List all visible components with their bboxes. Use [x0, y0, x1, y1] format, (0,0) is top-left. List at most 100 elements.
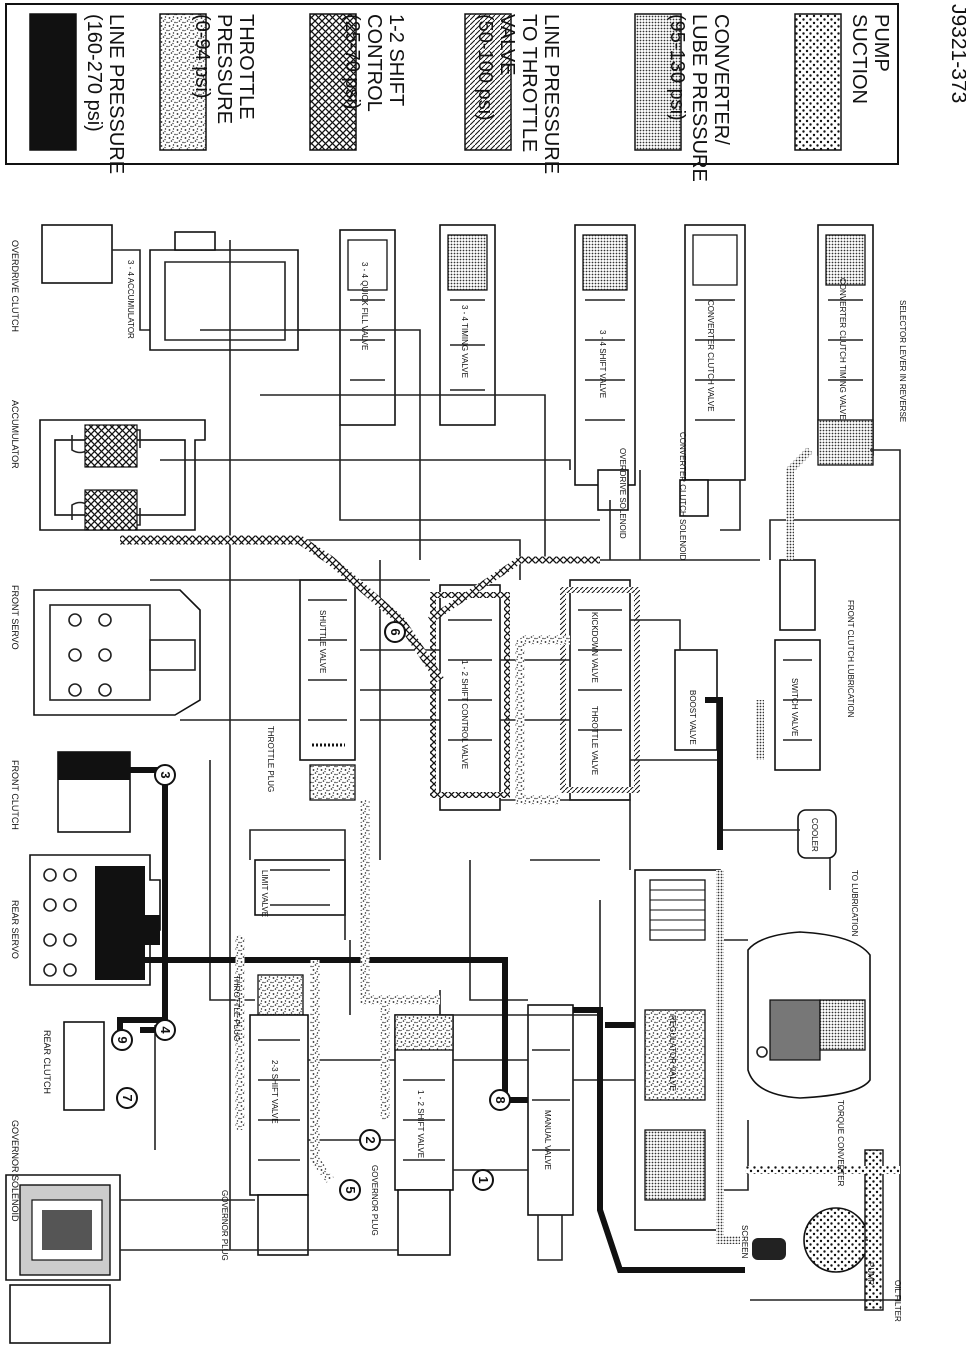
callout-7: 7 — [120, 1094, 135, 1101]
legend-label: PRESSURE — [213, 14, 235, 124]
callout-circle-9 — [111, 1029, 133, 1051]
converter-clutch-solenoid — [679, 479, 709, 517]
label-accumulator-34: 3 - 4 ACCUMULATOR — [126, 260, 135, 339]
label-overdrive-clutch: OVERDRIVE CLUTCH — [10, 240, 20, 332]
callout-3: 3 — [158, 771, 173, 778]
top-row-components — [5, 224, 310, 1344]
legend-label: (50-100 psi) — [474, 14, 496, 121]
legend-label: LINE PRESSURE — [105, 14, 127, 174]
legend-swatch — [29, 13, 77, 151]
label-timing-valve: 3 - 4 TIMING VALVE — [460, 305, 469, 378]
label-throttle-valve: THROTTLE VALVE — [590, 706, 599, 775]
legend-swatch — [309, 13, 357, 151]
label-converter-clutch-valve: CONVERTER CLUTCH VALVE — [706, 300, 715, 412]
callout-circle-4 — [154, 1019, 176, 1041]
label-quick-fill-valve: 3 - 4 QUICK FILL VALVE — [360, 262, 369, 350]
screen — [752, 1238, 786, 1260]
label-shift-control-12: 1 - 2 SHIFT CONTROL VALVE — [460, 660, 469, 769]
callout-1: 1 — [476, 1176, 491, 1183]
callout-2: 2 — [363, 1136, 378, 1143]
legend-label: (25-70 psi) — [341, 14, 363, 110]
label-shift-valve-34: 3 - 4 SHIFT VALVE — [598, 330, 607, 398]
callout-circle-3 — [154, 764, 176, 786]
governor-plug-2 — [397, 1189, 451, 1256]
overdrive-solenoid — [597, 469, 629, 511]
overdrive-clutch — [41, 224, 113, 284]
cooler — [797, 809, 837, 859]
figure-id: J9321-373 — [947, 4, 966, 103]
label-front-clutch-lubrication: FRONT CLUTCH LUBRICATION — [846, 600, 855, 718]
label-overdrive-solenoid: OVERDRIVE SOLENOID — [618, 448, 627, 539]
label-rear-servo: REAR SERVO — [10, 900, 20, 959]
label-converter-clutch-solenoid: CONVERTER CLUTCH SOLENOID — [678, 432, 687, 561]
oil-filter — [864, 1149, 884, 1311]
label-manual-valve: MANUAL VALVE — [543, 1110, 552, 1170]
accumulator-34 — [149, 249, 299, 351]
governor-plug-1 — [257, 1194, 309, 1256]
legend-label: TO THROTTLE — [518, 14, 540, 152]
label-governor-plug-1: GOVERNOR PLUG — [220, 1190, 229, 1261]
callout-circle-2 — [359, 1129, 381, 1151]
limit-valve — [254, 859, 346, 916]
label-throttle-plug-1: THROTTLE PLUG — [266, 726, 275, 792]
label-pump: PUMP — [866, 1262, 875, 1285]
callout-circle-5 — [339, 1179, 361, 1201]
label-selector-lever: SELECTOR LEVER IN REVERSE — [898, 300, 907, 422]
legend-label: CONTROL — [363, 14, 385, 112]
legend-label: PUMP — [870, 14, 892, 72]
legend-label: 1-2 SHIFT — [385, 14, 407, 106]
rear-clutch — [63, 1021, 105, 1111]
legend-item-line: LINE PRESSURE(160-270 psi) — [29, 13, 127, 174]
label-to-lubrication: TO LUBRICATION — [850, 870, 859, 937]
front-servo — [33, 589, 201, 716]
label-limit-valve: LIMIT VALVE — [260, 870, 269, 917]
shuttle-valve — [299, 579, 356, 761]
callout-6: 6 — [388, 628, 403, 635]
component-labels: OVERDRIVE CLUTCH 3 - 4 ACCUMULATOR ACCUMUL… — [10, 240, 907, 1322]
label-front-servo: FRONT SERVO — [10, 585, 20, 650]
label-cooler: COOLER — [810, 818, 819, 852]
callout-9: 9 — [115, 1036, 130, 1043]
legend-swatch — [464, 13, 512, 151]
legend-label: (95-130 psi) — [666, 14, 688, 121]
callout-8: 8 — [493, 1096, 508, 1103]
legend-label: THROTTLE — [235, 14, 257, 120]
throttle-plug-1 — [309, 764, 356, 801]
legend-label: LINE PRESSURE — [540, 14, 562, 174]
callout-circle-8 — [489, 1089, 511, 1111]
legend-frame — [5, 3, 899, 165]
legend-item-lube: CONVERTER/LUBE PRESSURE(95-130 psi) — [634, 13, 732, 182]
label-shift-valve-12: 1 - 2 SHIFT VALVE — [416, 1090, 425, 1158]
label-throttle-plug-2: THROTTLE PLUG — [232, 975, 241, 1041]
legend-label: CONVERTER/ — [710, 14, 732, 145]
legend: LINE PRESSURE(160-270 psi) THROTTLEPRESSU… — [5, 3, 899, 182]
callout-4: 4 — [158, 1026, 173, 1034]
callout-5: 5 — [343, 1186, 358, 1193]
label-accumulator: ACCUMULATOR — [10, 400, 20, 469]
pump — [803, 1207, 869, 1273]
label-front-clutch: FRONT CLUTCH — [10, 760, 20, 830]
label-boost-valve: BOOST VALVE — [688, 690, 697, 745]
legend-label: SUCTION — [848, 14, 870, 104]
legend-label: LUBE PRESSURE — [688, 14, 710, 182]
label-oil-filter: OIL FILTER — [893, 1280, 902, 1322]
valve-body — [249, 224, 884, 1311]
label-kickdown-valve: KICKDOWN VALVE — [590, 612, 599, 683]
label-regulator-valve: REGULATOR VALVE — [668, 1015, 677, 1091]
label-switch-valve: SWITCH VALVE — [790, 678, 799, 736]
legend-swatch — [634, 13, 682, 151]
callout-circle-1 — [472, 1169, 494, 1191]
legend-swatch — [159, 13, 207, 151]
callout-circle-6 — [384, 621, 406, 643]
label-torque-converter: TORQUE CONVERTER — [836, 1100, 845, 1187]
manual-valve — [527, 1004, 574, 1216]
switch-valve — [774, 639, 821, 771]
circuit-lines — [117, 240, 901, 1301]
legend-label: VALVE — [496, 14, 518, 76]
label-governor-plug-2: GOVERNOR PLUG — [370, 1165, 379, 1236]
governor-solenoid — [5, 1174, 121, 1344]
